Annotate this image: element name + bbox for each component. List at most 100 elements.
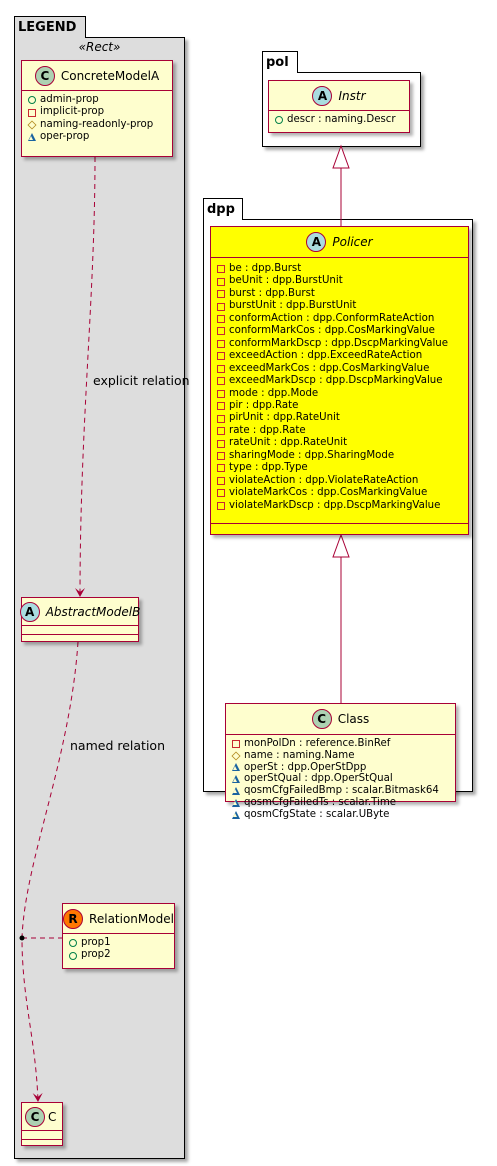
protected-visibility-icon: [231, 751, 241, 761]
legend-stereotype: «Rect»: [78, 40, 121, 54]
c-model-class[interactable]: C C: [21, 1102, 63, 1146]
private-visibility-icon: [232, 739, 240, 748]
private-visibility-icon: [217, 339, 225, 348]
attribute-text: burstUnit : dpp.BurstUnit: [229, 300, 357, 312]
attribute-text: mode : dpp.Mode: [229, 387, 319, 399]
attribute-text: prop1: [81, 937, 111, 948]
package-visibility-icon: [232, 775, 240, 784]
relation-point: [19, 935, 25, 941]
private-visibility-icon: [217, 489, 225, 498]
attribute-row: admin-prop: [28, 94, 172, 106]
attribute-row: pir : dpp.Rate: [217, 400, 468, 412]
attribute-row: beUnit : dpp.BurstUnit: [217, 275, 468, 287]
dpp-title: dpp: [207, 202, 235, 217]
attribute-row: conformMarkDscp : dpp.DscpMarkingValue: [217, 338, 468, 350]
attribute-row: prop1: [69, 937, 174, 949]
attribute-text: qosmCfgState : scalar.UByte: [244, 808, 390, 820]
instr-generalization-arrowhead: [332, 144, 350, 169]
attribute-text: rateUnit : dpp.RateUnit: [229, 437, 348, 449]
instr-abstract-icon: A: [312, 85, 333, 106]
named-relation-arrow: [21, 641, 79, 1103]
attribute-row: oper-prop: [28, 131, 172, 143]
concrete-model-name: ConcreteModelA: [60, 68, 160, 83]
attribute-text: prop2: [81, 949, 111, 961]
class-concrete-icon: C: [311, 709, 332, 729]
attribute-text: burst : dpp.Burst: [229, 287, 315, 299]
private-visibility-icon: [217, 315, 225, 324]
attribute-row: conformMarkCos : dpp.CosMarkingValue: [217, 325, 468, 337]
attribute-text: exceedMarkDscp : dpp.DscpMarkingValue: [229, 375, 443, 387]
attribute-text: violateMarkDscp : dpp.DscpMarkingValue: [229, 499, 441, 511]
attribute-row: mode : dpp.Mode: [217, 388, 468, 400]
private-visibility-icon: [217, 427, 225, 436]
pol-title: pol: [266, 55, 289, 70]
public-visibility-icon: [69, 939, 77, 948]
attribute-text: exceedAction : dpp.ExceedRateAction: [229, 350, 423, 362]
attribute-row: prop2: [69, 949, 174, 961]
attribute-row: qosmCfgFailedBmp : scalar.Bitmask64: [232, 785, 455, 797]
public-visibility-icon: [275, 116, 283, 125]
instr-name: Instr: [338, 88, 366, 103]
attribute-row: burst : dpp.Burst: [217, 288, 468, 300]
attribute-text: operStQual : dpp.OperStQual: [244, 773, 393, 785]
private-visibility-icon: [217, 290, 225, 299]
relation-model-name: RelationModel: [89, 911, 174, 926]
protected-visibility-icon: [27, 120, 37, 130]
attribute-row: exceedMarkDscp : dpp.DscpMarkingValue: [217, 375, 468, 387]
pol-package-tab: pol: [262, 51, 298, 73]
attribute-row: monPolDn : reference.BinRef: [232, 738, 455, 750]
concrete-class-icon: C: [34, 65, 55, 86]
abstract-model-class[interactable]: A AbstractModelB: [19, 597, 140, 642]
private-visibility-icon: [217, 464, 225, 473]
attribute-text: naming-readonly-prop: [40, 118, 154, 130]
attribute-text: conformMarkDscp : dpp.DscpMarkingValue: [229, 337, 449, 349]
c-class-icon: C: [25, 1106, 45, 1127]
attribute-row: burstUnit : dpp.BurstUnit: [217, 300, 468, 312]
attribute-text: pir : dpp.Rate: [229, 399, 299, 411]
policer-abstract-icon: A: [306, 232, 327, 252]
legend-package-tab: LEGEND: [14, 16, 86, 38]
abstract-class-icon: A: [19, 601, 40, 622]
policer-generalization-arrowhead: [332, 533, 350, 558]
attribute-row: qosmCfgFailedTs : scalar.Time: [232, 797, 455, 809]
attribute-row: rate : dpp.Rate: [217, 425, 468, 437]
class-name: Class: [337, 712, 370, 726]
private-visibility-icon: [217, 414, 225, 423]
attribute-text: monPolDn : reference.BinRef: [244, 738, 391, 749]
explicit-relation-label: explicit relation: [93, 373, 190, 388]
attribute-row: exceedMarkCos : dpp.CosMarkingValue: [217, 363, 468, 375]
private-visibility-icon: [217, 452, 225, 461]
attribute-row: implicit-prop: [28, 106, 172, 118]
attribute-text: descr : naming.Descr: [287, 114, 396, 125]
instr-class[interactable]: A Instr descr : naming.Descr: [268, 80, 410, 133]
private-visibility-icon: [217, 277, 225, 286]
attribute-row: violateMarkDscp : dpp.DscpMarkingValue: [217, 500, 468, 512]
attribute-text: conformAction : dpp.ConformRateAction: [229, 312, 435, 324]
attribute-row: violateMarkCos : dpp.CosMarkingValue: [217, 487, 468, 499]
dpp-package-tab: dpp: [203, 198, 243, 220]
attribute-row: qosmCfgState : scalar.UByte: [232, 809, 455, 821]
attribute-text: oper-prop: [40, 131, 90, 143]
legend-title: LEGEND: [18, 20, 77, 35]
attribute-text: beUnit : dpp.BurstUnit: [229, 275, 343, 287]
package-visibility-icon: [232, 810, 240, 819]
package-visibility-icon: [232, 798, 240, 807]
private-visibility-icon: [217, 389, 225, 398]
attribute-row: name : naming.Name: [231, 750, 455, 762]
attribute-row: pirUnit : dpp.RateUnit: [217, 412, 468, 424]
private-visibility-icon: [217, 302, 225, 311]
attribute-text: conformMarkCos : dpp.CosMarkingValue: [229, 325, 435, 337]
explicit-relation-arrow: [75, 156, 96, 598]
private-visibility-icon: [217, 265, 225, 274]
policer-name: Policer: [332, 235, 373, 249]
attribute-row: type : dpp.Type: [217, 462, 468, 474]
c-model-name: C: [48, 1109, 57, 1124]
